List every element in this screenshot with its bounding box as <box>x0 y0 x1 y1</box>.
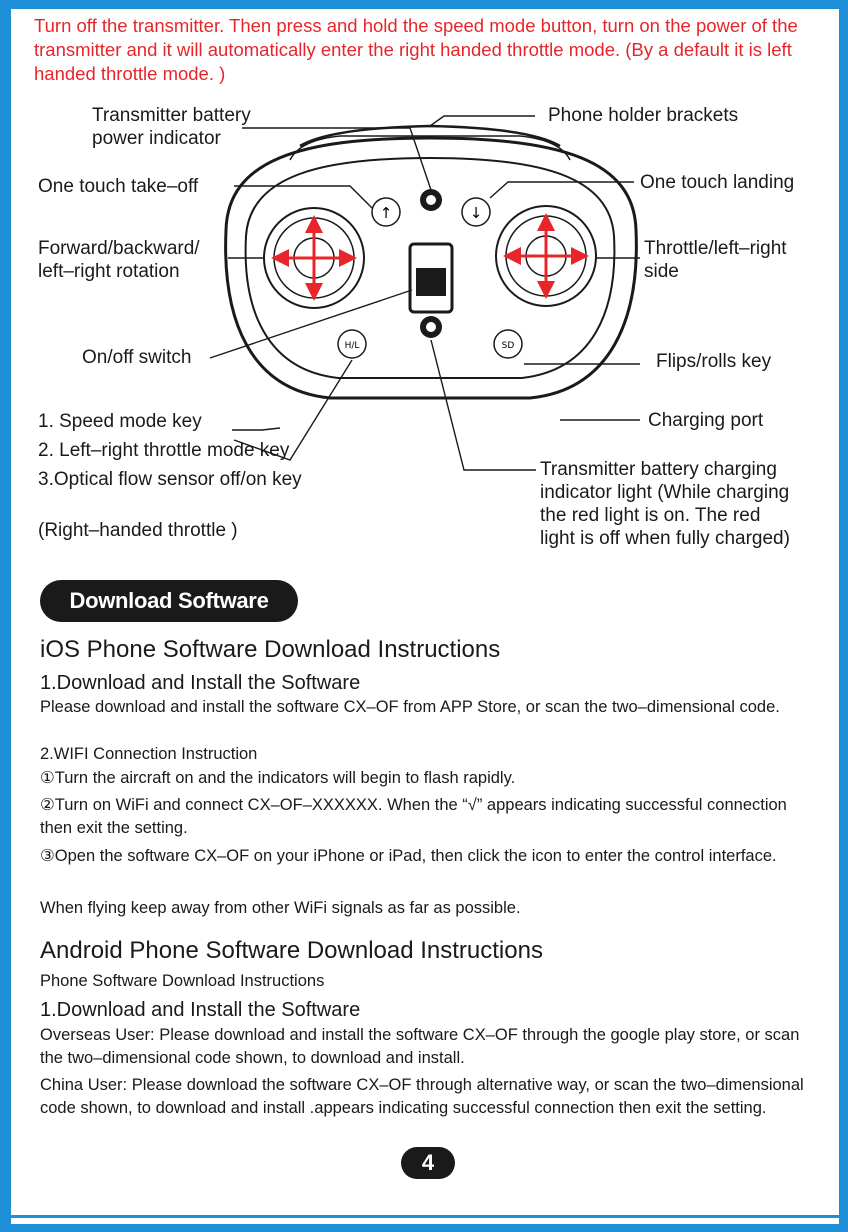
page-frame-right <box>839 0 848 1232</box>
controller-outline <box>224 136 638 400</box>
label-onoff-switch: On/off switch <box>82 347 192 368</box>
page-frame-top <box>0 0 848 9</box>
ios-step2-c: ③Open the software CX–OF on your iPhone … <box>40 847 777 865</box>
ios-step2-title: 2.WIFI Connection Instruction <box>40 745 258 763</box>
hl-label: H/L <box>345 341 360 351</box>
label-takeoff: One touch take–off <box>38 176 199 197</box>
intro-instruction: Turn off the transmitter. Then press and… <box>34 15 798 84</box>
ios-step2-b: ②Turn on WiFi and connect CX–OF–XXXXXX. … <box>40 796 787 837</box>
transmitter-diagram: ↑ ↓ H/L SD <box>209 115 640 471</box>
ios-step2-a: ①Turn the aircraft on and the indicators… <box>40 769 516 787</box>
label-battery-power-indicator: Transmitter battery power indicator <box>92 105 251 149</box>
landing-button <box>461 197 491 227</box>
android-overseas: Overseas User: Please download and insta… <box>40 1026 800 1067</box>
label-throttle-side: Throttle/left–right side <box>644 238 787 282</box>
hl-button <box>337 329 367 359</box>
label-charging-port: Charging port <box>648 410 764 431</box>
sd-label: SD <box>502 341 515 351</box>
label-charging-indicator: Transmitter battery charging indicator l… <box>540 459 790 549</box>
takeoff-button <box>371 197 401 227</box>
left-stick <box>263 207 365 309</box>
page-frame-left <box>0 0 11 1232</box>
label-phone-holder: Phone holder brackets <box>548 105 739 126</box>
android-china: China User: Please download the software… <box>40 1076 804 1117</box>
label-throttle-mode: (Right–handed throttle ) <box>38 520 238 541</box>
label-flips-rolls: Flips/rolls key <box>656 351 772 372</box>
right-stick <box>495 205 597 307</box>
ios-note: When flying keep away from other WiFi si… <box>40 899 521 917</box>
page-frame-bottom-rule <box>0 1215 848 1218</box>
label-landing: One touch landing <box>640 172 795 193</box>
android-heading: Android Phone Software Download Instruct… <box>40 937 543 964</box>
page-frame-bottom <box>0 1224 848 1232</box>
android-subtitle: Phone Software Download Instructions <box>40 972 325 990</box>
section-title: Download Software <box>40 580 298 622</box>
label-key-3: 3.Optical flow sensor off/on key <box>38 469 302 490</box>
ios-step1-title: 1.Download and Install the Software <box>40 672 361 694</box>
ios-heading: iOS Phone Software Download Instructions <box>40 636 501 663</box>
ios-step1-text: Please download and install the software… <box>40 698 780 716</box>
label-forward-backward: Forward/backward/ left–right rotation <box>38 238 200 282</box>
page-number: 4 <box>401 1147 455 1179</box>
sd-button <box>493 329 523 359</box>
label-key-2: 2. Left–right throttle mode key <box>38 440 290 461</box>
landing-symbol: ↓ <box>470 204 483 222</box>
label-key-1: 1. Speed mode key <box>38 411 202 432</box>
android-step1-title: 1.Download and Install the Software <box>40 999 361 1021</box>
takeoff-symbol: ↑ <box>380 204 393 222</box>
